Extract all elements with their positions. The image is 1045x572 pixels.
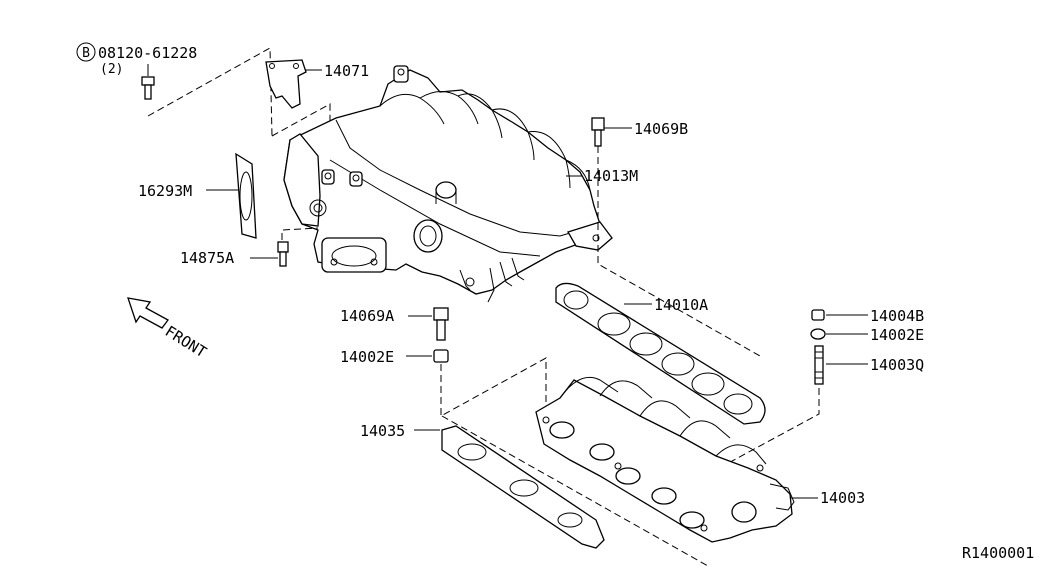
front-direction-arrow: FRONT — [127, 297, 210, 361]
label-14003: 14003 — [820, 489, 865, 507]
front-arrow-icon — [127, 297, 169, 329]
label-14035: 14035 — [360, 422, 405, 440]
bolt-spec-callout: B 08120-61228 (2) — [76, 42, 273, 137]
label-14013M: 14013M — [584, 167, 638, 185]
front-label: FRONT — [162, 322, 210, 361]
washer-14002E-right: 14002E — [810, 326, 924, 344]
label-14002E-left: 14002E — [340, 348, 394, 366]
nut-14004B: 14004B — [811, 307, 924, 325]
bolt-14875A: 14875A — [180, 227, 319, 267]
gasket-14035: 14035 — [360, 415, 709, 567]
label-14004B: 14004B — [870, 307, 924, 325]
stud-14003Q: 14003Q — [707, 345, 924, 475]
bolt-part-number: 08120-61228 — [98, 44, 197, 62]
bolt-14069A: 14069A — [340, 307, 449, 341]
upper-intake-manifold-14013M: 14013M — [283, 65, 638, 303]
bolt-08120-icon — [141, 64, 155, 100]
gasket-14010A: 14010A — [555, 282, 766, 425]
bolt-type-circle-icon — [76, 42, 96, 62]
label-16293M: 16293M — [138, 182, 192, 200]
label-14069A: 14069A — [340, 307, 394, 325]
label-14010A: 14010A — [654, 296, 708, 314]
bolt-quantity: (2) — [100, 62, 123, 77]
gasket-16293M: 16293M — [138, 152, 257, 239]
bracket-14071: 14071 — [265, 59, 369, 182]
label-14069B: 14069B — [634, 120, 688, 138]
label-14003Q: 14003Q — [870, 356, 924, 374]
bolt-14069B: 14069B — [591, 117, 761, 357]
label-14875A: 14875A — [180, 249, 234, 267]
label-14002E-right: 14002E — [870, 326, 924, 344]
label-14071: 14071 — [324, 62, 369, 80]
lower-intake-manifold-14003: 14003 — [535, 376, 865, 543]
diagram-code: R1400001 — [962, 544, 1034, 562]
bolt-type-letter: B — [82, 46, 90, 61]
washer-14002E-left: 14002E — [340, 348, 547, 417]
